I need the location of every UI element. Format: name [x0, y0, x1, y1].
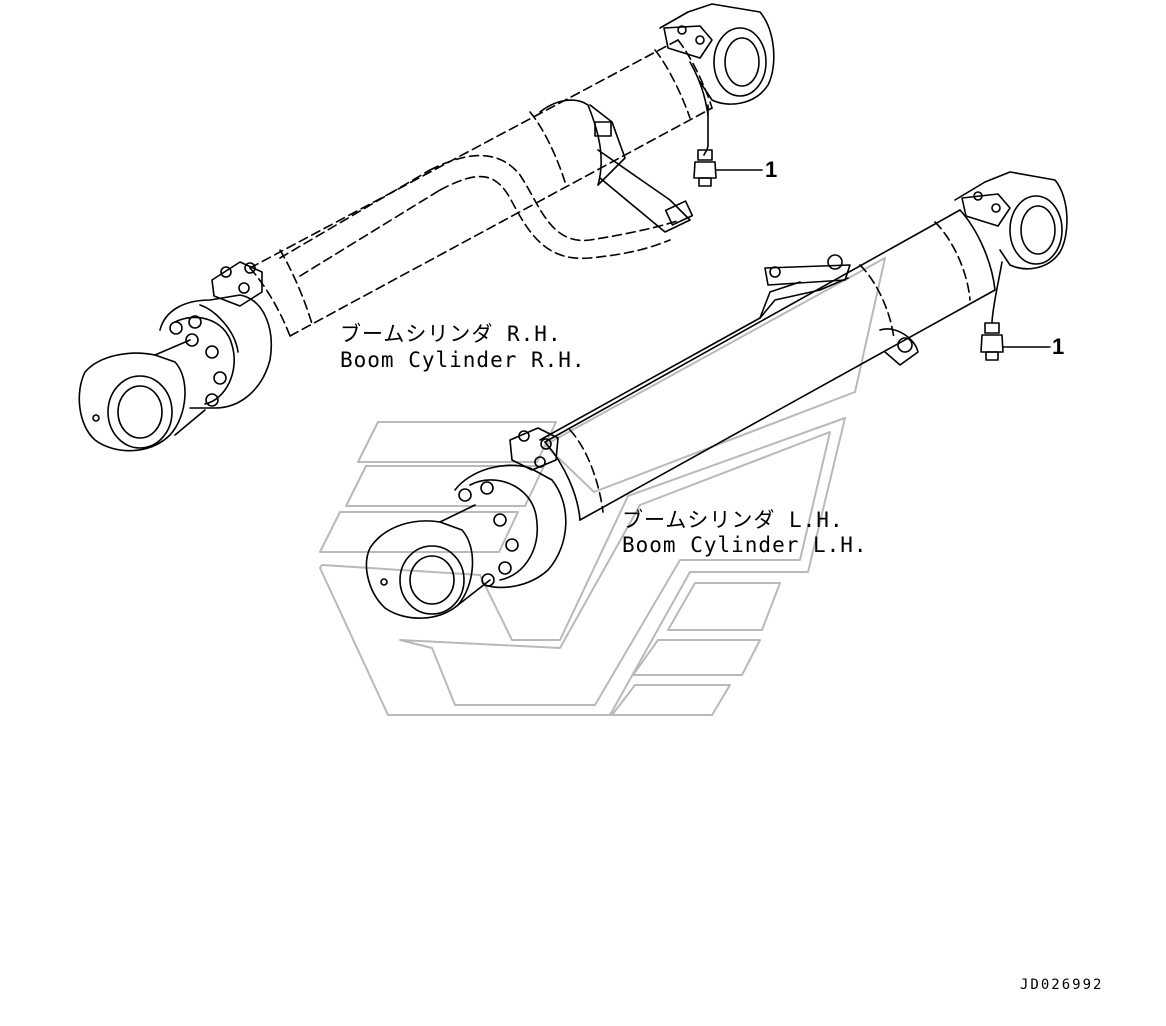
lh-label-english: Boom Cylinder L.H.: [622, 533, 868, 557]
rh-label-english: Boom Cylinder R.H.: [340, 348, 586, 372]
callout-rh-sensor: 1: [765, 157, 779, 182]
drawing-id: JD026992: [1020, 977, 1104, 993]
cylinder-lh-bottom-eye: [954, 171, 1068, 270]
cylinder-rh-head: [159, 261, 272, 409]
cylinder-lh-barrel: [544, 209, 996, 521]
cylinder-rh-clamp: [539, 99, 694, 233]
cylinder-rh: [78, 3, 775, 452]
cylinder-lh-bracket: [539, 254, 919, 441]
rh-label-japanese: ブームシリンダ R.H.: [340, 322, 562, 346]
cylinder-rh-sensor: [693, 104, 763, 187]
cylinder-lh-rod-eye: [365, 504, 491, 619]
cylinder-lh: [365, 171, 1068, 619]
lh-label-japanese: ブームシリンダ L.H.: [622, 508, 844, 532]
cylinder-rh-barrel: [249, 39, 713, 337]
callout-lh-sensor: 1: [1052, 334, 1066, 359]
cylinder-lh-sensor: [980, 261, 1051, 361]
cylinder-rh-rod-eye: [78, 339, 206, 452]
cylinder-lh-head: [454, 427, 567, 589]
cylinder-rh-bottom-eye: [659, 3, 775, 116]
watermark-logo: [319, 257, 886, 716]
